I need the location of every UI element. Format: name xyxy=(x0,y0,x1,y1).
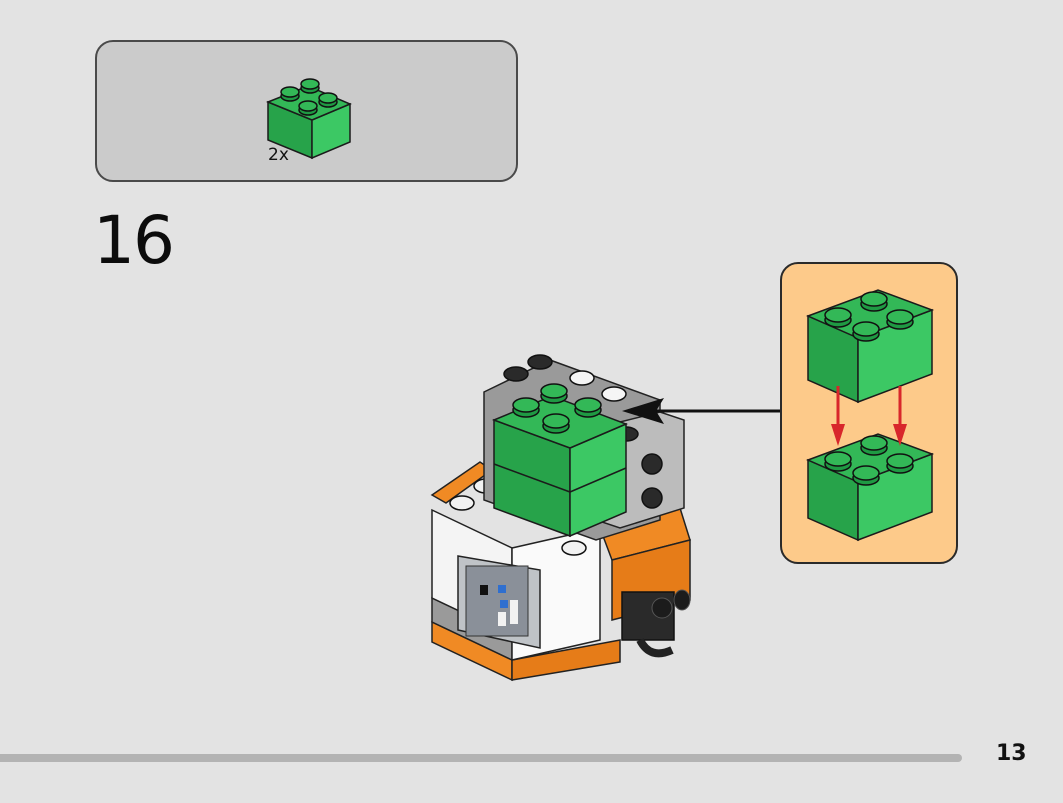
red-down-arrow-icon xyxy=(831,386,845,446)
page-number: 13 xyxy=(996,741,1027,766)
part-quantity: 2x xyxy=(268,145,289,165)
step-number: 16 xyxy=(93,202,175,279)
red-down-arrow-icon xyxy=(893,386,907,446)
progress-bar xyxy=(0,754,962,762)
green-2x2-brick-icon xyxy=(266,78,352,160)
parts-list-box: 2x xyxy=(95,40,518,182)
